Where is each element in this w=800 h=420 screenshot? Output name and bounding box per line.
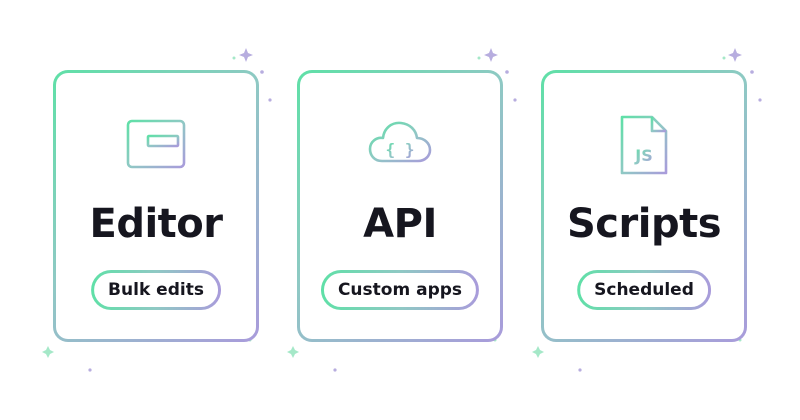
card-title: Editor [89,201,224,247]
feature-pill: Scheduled [577,270,711,310]
editor-window-icon [126,119,186,169]
feature-pill: Custom apps [321,270,479,310]
js-file-icon: JS [620,115,668,175]
card-title: Scripts [566,201,722,247]
card-editor[interactable]: Editor Bulk edits [53,70,259,342]
cloud-code-icon: { } [368,121,432,163]
js-label: JS [634,146,652,165]
card-api[interactable]: { } API Custom apps [297,70,503,342]
braces-glyph: { } [386,140,415,159]
card-scripts[interactable]: JS Scripts Scheduled [541,70,747,342]
card-title: API [363,201,437,247]
feature-pill: Bulk edits [91,270,221,310]
